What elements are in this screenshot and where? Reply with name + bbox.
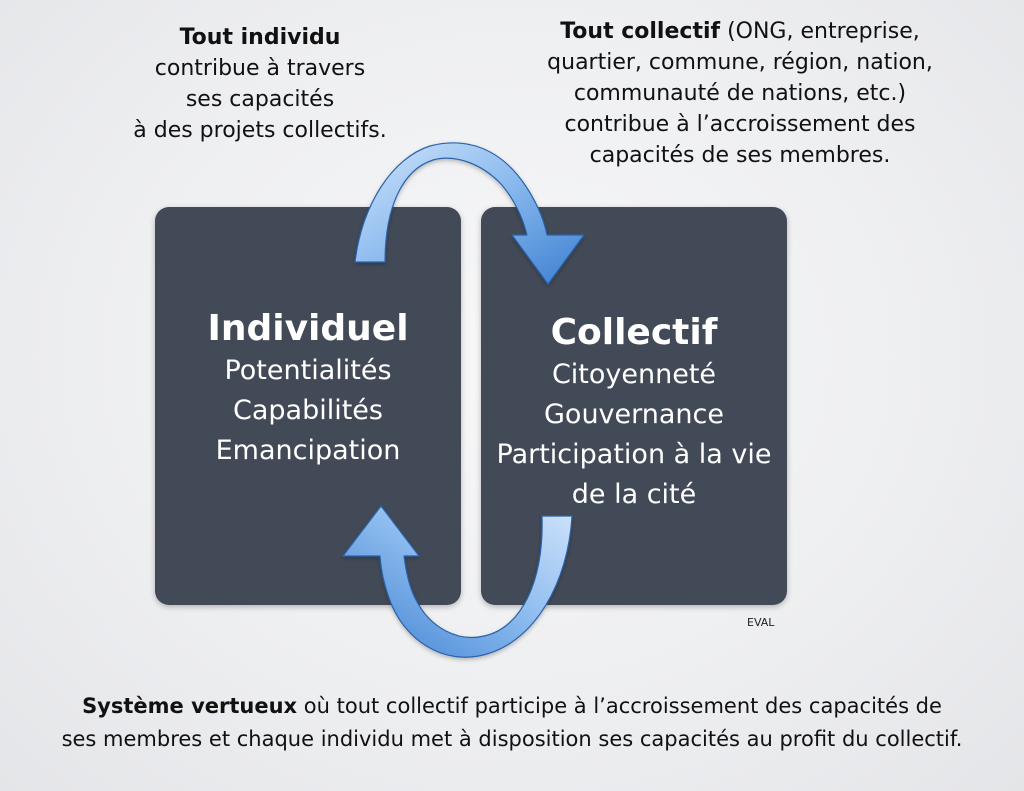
- individuel-box-content: Individuel Potentialités Capabilités Ema…: [155, 307, 461, 471]
- eval-label: EVAL: [747, 616, 775, 629]
- caption-individual: Tout individu contribue à travers ses ca…: [110, 22, 410, 146]
- collectif-line-1: Citoyenneté: [551, 359, 717, 390]
- caption-collective: Tout collectif (ONG, entreprise, quartie…: [515, 16, 965, 171]
- collectif-line-2: Gouvernance: [544, 399, 724, 430]
- individuel-title: Individuel: [207, 308, 409, 349]
- bottom-line-2: ses membres et chaque individu met à dis…: [61, 727, 963, 751]
- collectif-box: Collectif Citoyenneté Gouvernance Partic…: [481, 207, 787, 605]
- caption-individual-line-2: ses capacités: [185, 87, 335, 112]
- bottom-line-1-rest: où tout collectif participe à l’accroiss…: [297, 694, 942, 718]
- collectif-box-content: Collectif Citoyenneté Gouvernance Partic…: [481, 311, 787, 515]
- arrow-individual-to-collective: [354, 142, 585, 285]
- caption-individual-title: Tout individu: [179, 25, 341, 50]
- caption-collective-title: Tout collectif: [560, 19, 721, 44]
- bottom-title: Système vertueux: [82, 694, 298, 718]
- caption-individual-line-3: à des projets collectifs.: [133, 118, 387, 143]
- caption-collective-line-2: communauté de nations, etc.): [573, 81, 907, 106]
- caption-collective-line-4: capacités de ses membres.: [589, 143, 891, 168]
- arrow-collective-to-individual: [342, 505, 573, 658]
- caption-collective-line-0: Tout collectif (ONG, entreprise,: [515, 16, 965, 47]
- individuel-line-2: Capabilités: [233, 395, 383, 426]
- caption-collective-line-1: quartier, commune, région, nation,: [547, 50, 933, 75]
- individuel-box: Individuel Potentialités Capabilités Ema…: [155, 207, 461, 605]
- caption-collective-line-3: contribue à l’accroissement des: [564, 112, 916, 137]
- individuel-line-1: Potentialités: [224, 355, 392, 386]
- bottom-statement: Système vertueux où tout collectif parti…: [20, 690, 1004, 756]
- collectif-line-3: Participation à la vie: [496, 439, 772, 470]
- collectif-title: Collectif: [550, 312, 718, 353]
- caption-individual-line-1: contribue à travers: [154, 56, 366, 81]
- collectif-line-4: de la cité: [571, 479, 697, 510]
- caption-collective-first-rest: (ONG, entreprise,: [720, 19, 920, 44]
- bottom-line-1: Système vertueux où tout collectif parti…: [20, 690, 1004, 723]
- individuel-line-3: Emancipation: [215, 435, 401, 466]
